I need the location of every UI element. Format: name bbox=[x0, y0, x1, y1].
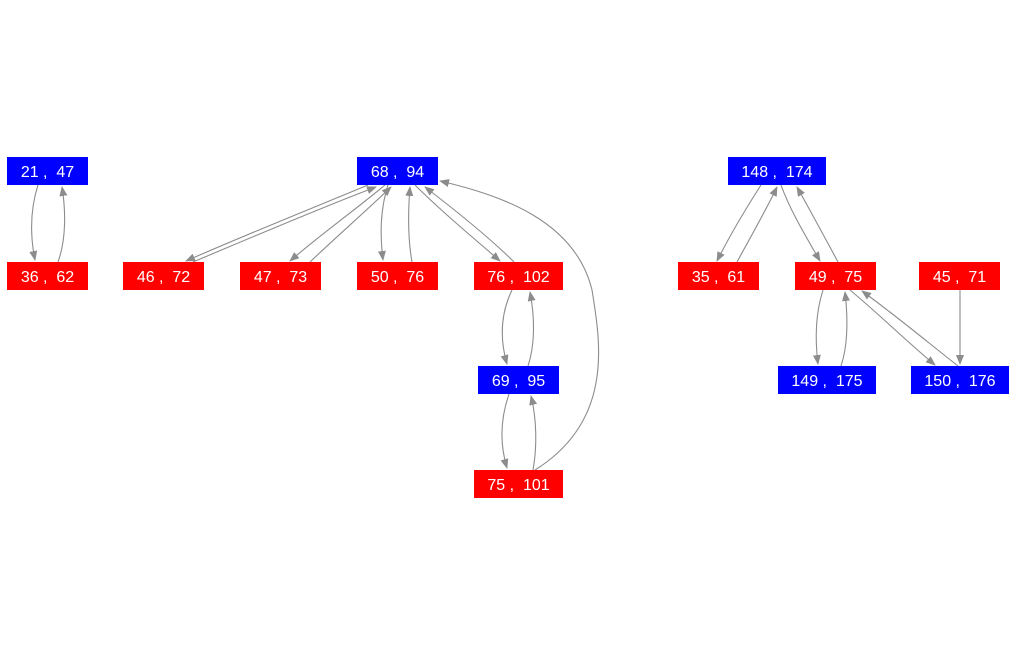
node-box bbox=[123, 262, 204, 290]
node-label: 35 , 61 bbox=[692, 269, 745, 286]
node-box bbox=[474, 262, 563, 290]
node-n49: 49 , 75 bbox=[795, 262, 876, 290]
node-label: 69 , 95 bbox=[492, 373, 545, 390]
node-n76: 76 , 102 bbox=[474, 262, 563, 290]
node-label: 149 , 175 bbox=[791, 373, 862, 390]
edge-n49-to-n148 bbox=[796, 186, 839, 263]
edge-n148-to-n49 bbox=[780, 184, 821, 262]
edges-layer bbox=[29, 179, 964, 471]
node-label: 47 , 73 bbox=[254, 269, 307, 286]
node-box bbox=[478, 366, 559, 394]
edge-n76-to-n68 bbox=[424, 186, 515, 263]
edge-n21-to-n36 bbox=[29, 184, 39, 261]
edge-n148-to-n35 bbox=[716, 184, 762, 262]
node-label: 50 , 76 bbox=[371, 269, 424, 286]
node-label: 150 , 176 bbox=[924, 373, 995, 390]
node-box bbox=[778, 366, 876, 394]
node-n68: 68 , 94 bbox=[357, 157, 438, 185]
edge-n46-to-n68 bbox=[192, 186, 377, 263]
node-label: 21 , 47 bbox=[21, 164, 74, 181]
node-label: 46 , 72 bbox=[137, 269, 190, 286]
edge-n68-to-n46 bbox=[185, 184, 369, 262]
node-box bbox=[795, 262, 876, 290]
node-box bbox=[474, 470, 563, 498]
node-label: 45 , 71 bbox=[933, 269, 986, 286]
node-label: 76 , 102 bbox=[487, 269, 549, 286]
node-box bbox=[7, 157, 88, 185]
edge-n150-to-n49 bbox=[861, 290, 959, 367]
node-label: 36 , 62 bbox=[21, 269, 74, 286]
edge-n68-to-n47 bbox=[289, 184, 386, 262]
edge-n50-to-n68 bbox=[405, 186, 414, 263]
node-label: 68 , 94 bbox=[371, 164, 424, 181]
node-box bbox=[7, 262, 88, 290]
edge-n75-to-n68 bbox=[439, 179, 600, 471]
node-n148: 148 , 174 bbox=[728, 157, 826, 185]
edge-n36-to-n21 bbox=[57, 186, 68, 263]
edge-n69-to-n75 bbox=[500, 393, 510, 469]
edge-n149-to-n49 bbox=[840, 291, 851, 367]
node-box bbox=[357, 157, 438, 185]
edge-n75-to-n69 bbox=[529, 395, 538, 471]
node-label: 75 , 101 bbox=[487, 477, 549, 494]
node-n150: 150 , 176 bbox=[911, 366, 1009, 394]
node-n69: 69 , 95 bbox=[478, 366, 559, 394]
edge-n69-to-n76 bbox=[527, 291, 536, 367]
edge-n49-to-n149 bbox=[812, 289, 824, 365]
edge-n68-to-n76 bbox=[414, 184, 501, 262]
edge-n35-to-n148 bbox=[736, 186, 778, 263]
node-label: 49 , 75 bbox=[809, 269, 862, 286]
edge-n76-to-n69 bbox=[500, 289, 513, 365]
node-box bbox=[357, 262, 438, 290]
node-n149: 149 , 175 bbox=[778, 366, 876, 394]
node-n21: 21 , 47 bbox=[7, 157, 88, 185]
node-n35: 35 , 61 bbox=[678, 262, 759, 290]
edge-n68-to-n50 bbox=[377, 184, 389, 261]
node-box bbox=[728, 157, 826, 185]
node-n45: 45 , 71 bbox=[919, 262, 1000, 290]
edge-n49-to-n150 bbox=[849, 289, 936, 366]
node-n47: 47 , 73 bbox=[240, 262, 321, 290]
nodes-layer: 21 , 47 36 , 62 68 , 94 46 , 72 47 , 73 50 , … bbox=[7, 157, 1009, 498]
node-label: 148 , 174 bbox=[741, 164, 812, 181]
node-box bbox=[240, 262, 321, 290]
node-box bbox=[919, 262, 1000, 290]
node-box bbox=[678, 262, 759, 290]
node-n75: 75 , 101 bbox=[474, 470, 563, 498]
edge-n47-to-n68 bbox=[309, 186, 392, 263]
node-n50: 50 , 76 bbox=[357, 262, 438, 290]
node-n46: 46 , 72 bbox=[123, 262, 204, 290]
node-n36: 36 , 62 bbox=[7, 262, 88, 290]
node-box bbox=[911, 366, 1009, 394]
